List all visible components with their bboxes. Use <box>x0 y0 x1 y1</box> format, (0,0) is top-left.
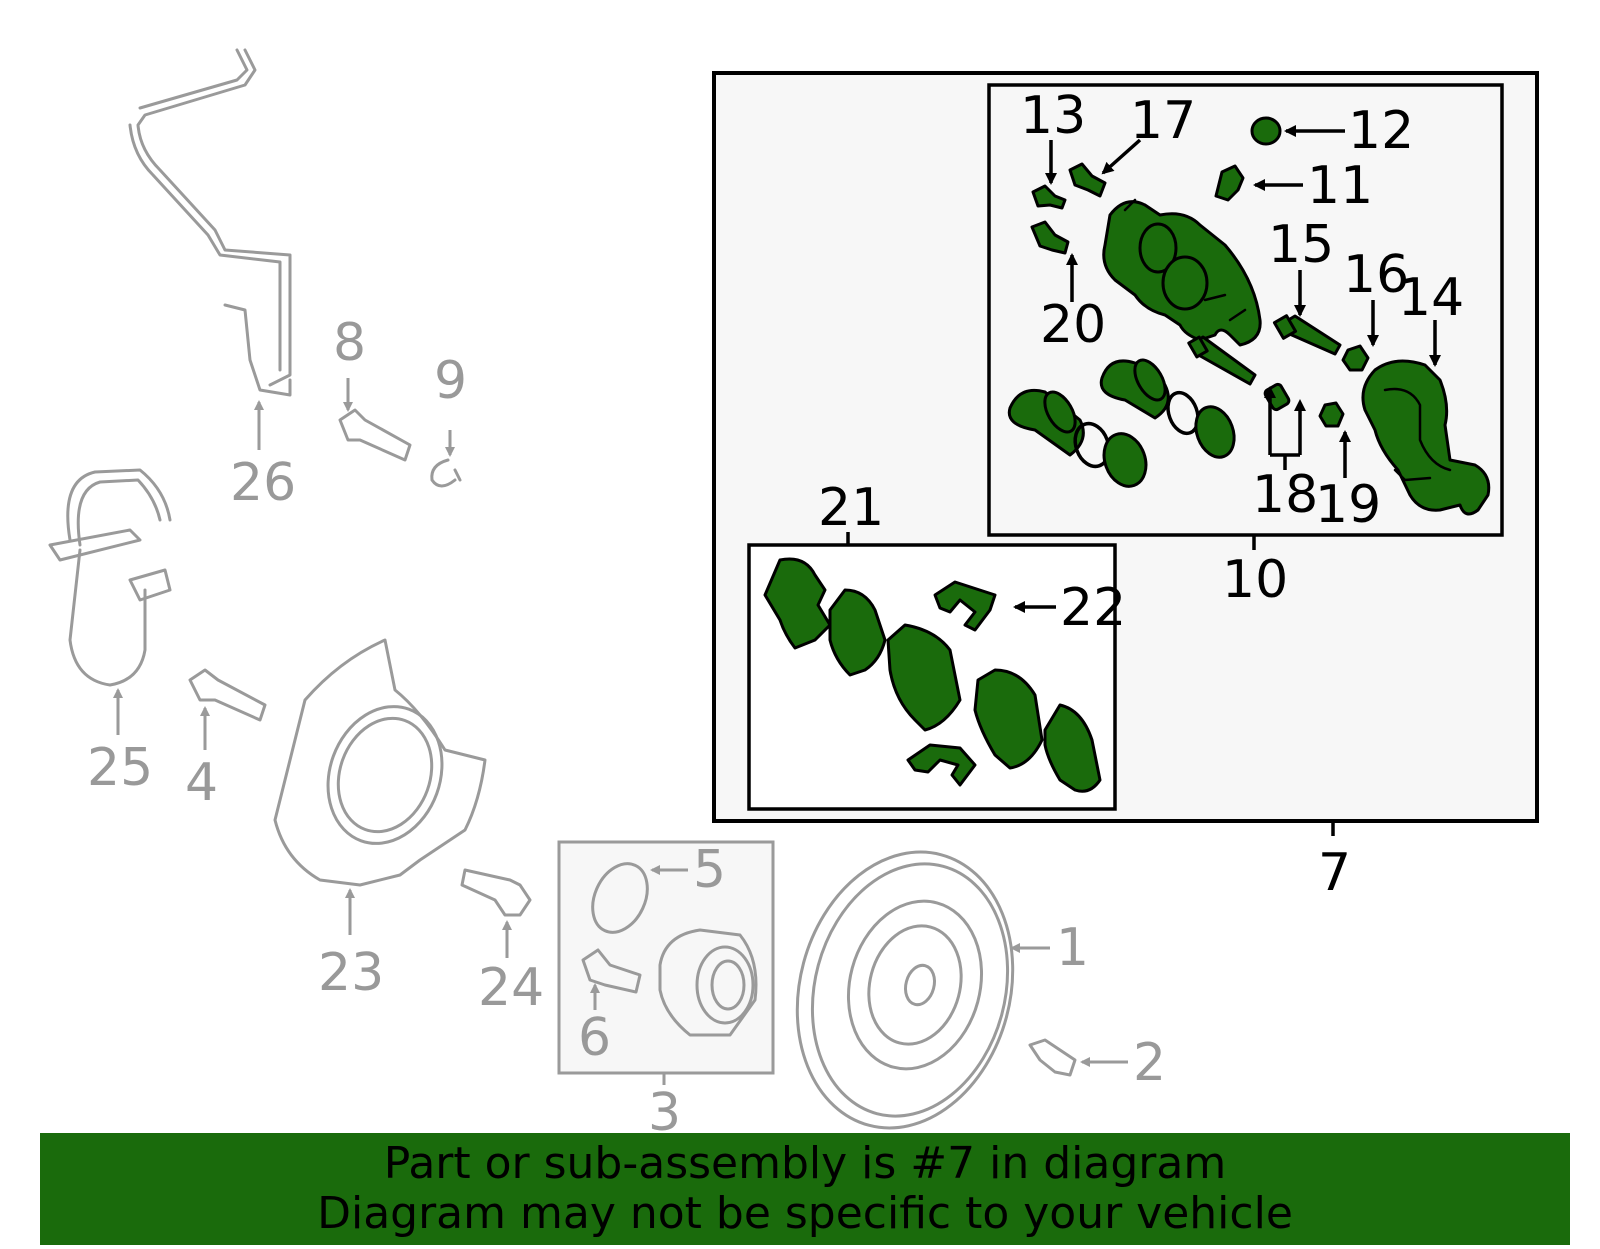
callout-21[interactable]: 21 <box>818 478 884 538</box>
bleeder-17[interactable] <box>1068 162 1107 198</box>
hub-bolt-6[interactable] <box>581 948 642 994</box>
callout-2[interactable]: 2 <box>1133 1033 1166 1093</box>
callout-11[interactable]: 11 <box>1307 156 1373 216</box>
callout-17[interactable]: 17 <box>1130 91 1196 151</box>
caliper-bracket[interactable] <box>1361 359 1491 516</box>
callout-25[interactable]: 25 <box>87 738 153 798</box>
dust-boot-right[interactable] <box>1189 401 1241 462</box>
brake-hose-25[interactable] <box>48 468 172 687</box>
wheel-hub-3[interactable] <box>658 928 758 1037</box>
callout-22[interactable]: 22 <box>1060 578 1126 638</box>
pad-shim-outer-left[interactable] <box>763 557 832 650</box>
banner-line-2: Diagram may not be specific to your vehi… <box>317 1188 1293 1239</box>
brake-rotor-1[interactable] <box>767 828 1042 1153</box>
info-banner: Part or sub-assembly is #7 in diagram Di… <box>40 1133 1570 1245</box>
bolt-20[interactable] <box>1030 220 1070 255</box>
bleeder-11[interactable] <box>1214 164 1245 202</box>
callout-7[interactable]: 7 <box>1318 843 1351 903</box>
rotor-screw-2[interactable] <box>1028 1038 1077 1077</box>
callout-9[interactable]: 9 <box>434 351 467 411</box>
caliper-housing[interactable] <box>1102 198 1262 347</box>
o-ring-5[interactable] <box>582 855 658 941</box>
dust-shield-23[interactable] <box>273 638 487 887</box>
callout-4[interactable]: 4 <box>185 753 218 813</box>
piston-left[interactable] <box>1007 387 1085 457</box>
bolt-4[interactable] <box>188 668 267 722</box>
piston-seal-right[interactable] <box>1163 388 1204 437</box>
pad-center-right[interactable] <box>973 668 1044 770</box>
anti-rattle-clip-lower[interactable] <box>906 743 977 787</box>
guide-pin-15[interactable] <box>1272 314 1342 356</box>
pad-center-left[interactable] <box>886 623 962 732</box>
pad-outer-right[interactable] <box>1043 703 1102 793</box>
arrow-18 <box>1268 395 1302 470</box>
bolt-13[interactable] <box>1031 184 1067 210</box>
callout-20[interactable]: 20 <box>1040 295 1106 355</box>
callout-8[interactable]: 8 <box>333 313 366 373</box>
hub-assembly-box-3[interactable] <box>557 840 775 1075</box>
callout-6[interactable]: 6 <box>578 1008 611 1068</box>
arrowhead-18a <box>1264 386 1276 398</box>
callout-19[interactable]: 19 <box>1315 475 1381 535</box>
guide-pin-18[interactable] <box>1187 335 1257 386</box>
callout-26[interactable]: 26 <box>230 453 296 513</box>
callout-13[interactable]: 13 <box>1020 86 1086 146</box>
nut-16[interactable] <box>1341 344 1370 372</box>
cap-12[interactable] <box>1250 116 1282 146</box>
dust-boot-left[interactable] <box>1097 428 1153 492</box>
callout-23[interactable]: 23 <box>318 943 384 1003</box>
callout-12[interactable]: 12 <box>1348 101 1414 161</box>
arrowhead-18b <box>1294 399 1306 411</box>
anti-rattle-clip-upper[interactable] <box>933 580 997 632</box>
pad-outer-left[interactable] <box>828 588 887 677</box>
callout-10[interactable]: 10 <box>1222 550 1288 610</box>
bolt-24[interactable] <box>460 868 532 917</box>
callout-14[interactable]: 14 <box>1398 268 1464 328</box>
clip-9[interactable] <box>430 458 462 488</box>
nut-19[interactable] <box>1318 401 1345 428</box>
callout-18[interactable]: 18 <box>1252 465 1318 525</box>
callout-15[interactable]: 15 <box>1268 215 1334 275</box>
brake-hose-26[interactable] <box>128 48 292 397</box>
bolt-8[interactable] <box>338 408 412 462</box>
arrow-17 <box>1101 138 1142 175</box>
callout-5[interactable]: 5 <box>693 840 726 900</box>
callout-24[interactable]: 24 <box>478 958 544 1018</box>
callout-1[interactable]: 1 <box>1056 918 1089 978</box>
banner-line-1: Part or sub-assembly is #7 in diagram <box>383 1138 1227 1189</box>
callout-16[interactable]: 16 <box>1343 245 1409 305</box>
